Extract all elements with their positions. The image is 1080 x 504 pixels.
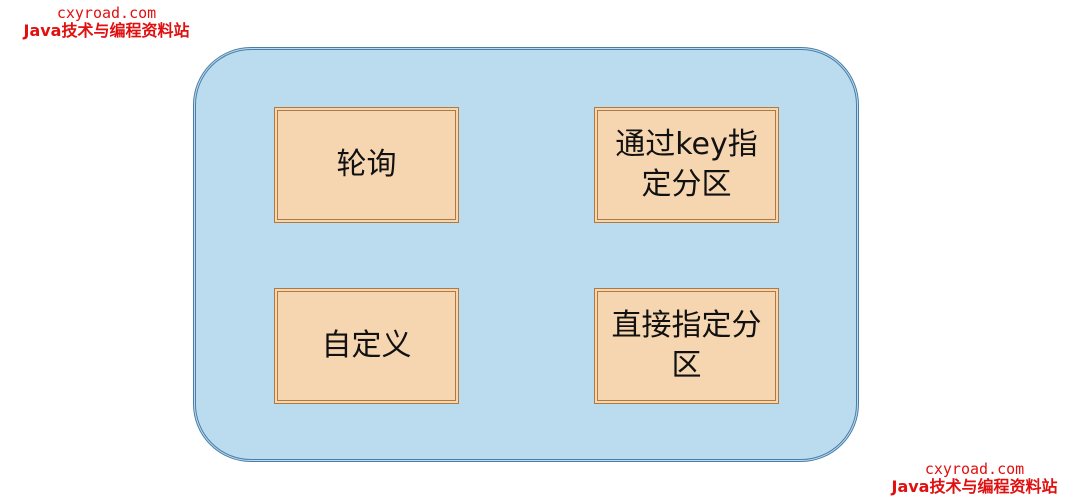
watermark-bottom-right: cxyroad.com Java技术与编程资料站 — [872, 460, 1077, 496]
watermark-site: Java技术与编程资料站 — [23, 21, 190, 40]
watermark-url: cxyroad.com — [924, 460, 1025, 478]
watermark-site: Java技术与编程资料站 — [891, 477, 1058, 496]
watermark-top-left: cxyroad.com Java技术与编程资料站 — [4, 4, 209, 40]
watermark-url: cxyroad.com — [56, 4, 157, 22]
node-round-robin: 轮询 — [274, 107, 459, 223]
node-key-partition: 通过key指定分区 — [594, 107, 779, 223]
node-direct-partition: 直接指定分区 — [594, 288, 779, 404]
node-label: 自定义 — [321, 328, 412, 363]
node-label: 直接指定分区 — [611, 308, 762, 383]
node-label: 轮询 — [336, 147, 397, 182]
node-custom: 自定义 — [274, 288, 459, 404]
node-label: 通过key指定分区 — [615, 127, 758, 202]
